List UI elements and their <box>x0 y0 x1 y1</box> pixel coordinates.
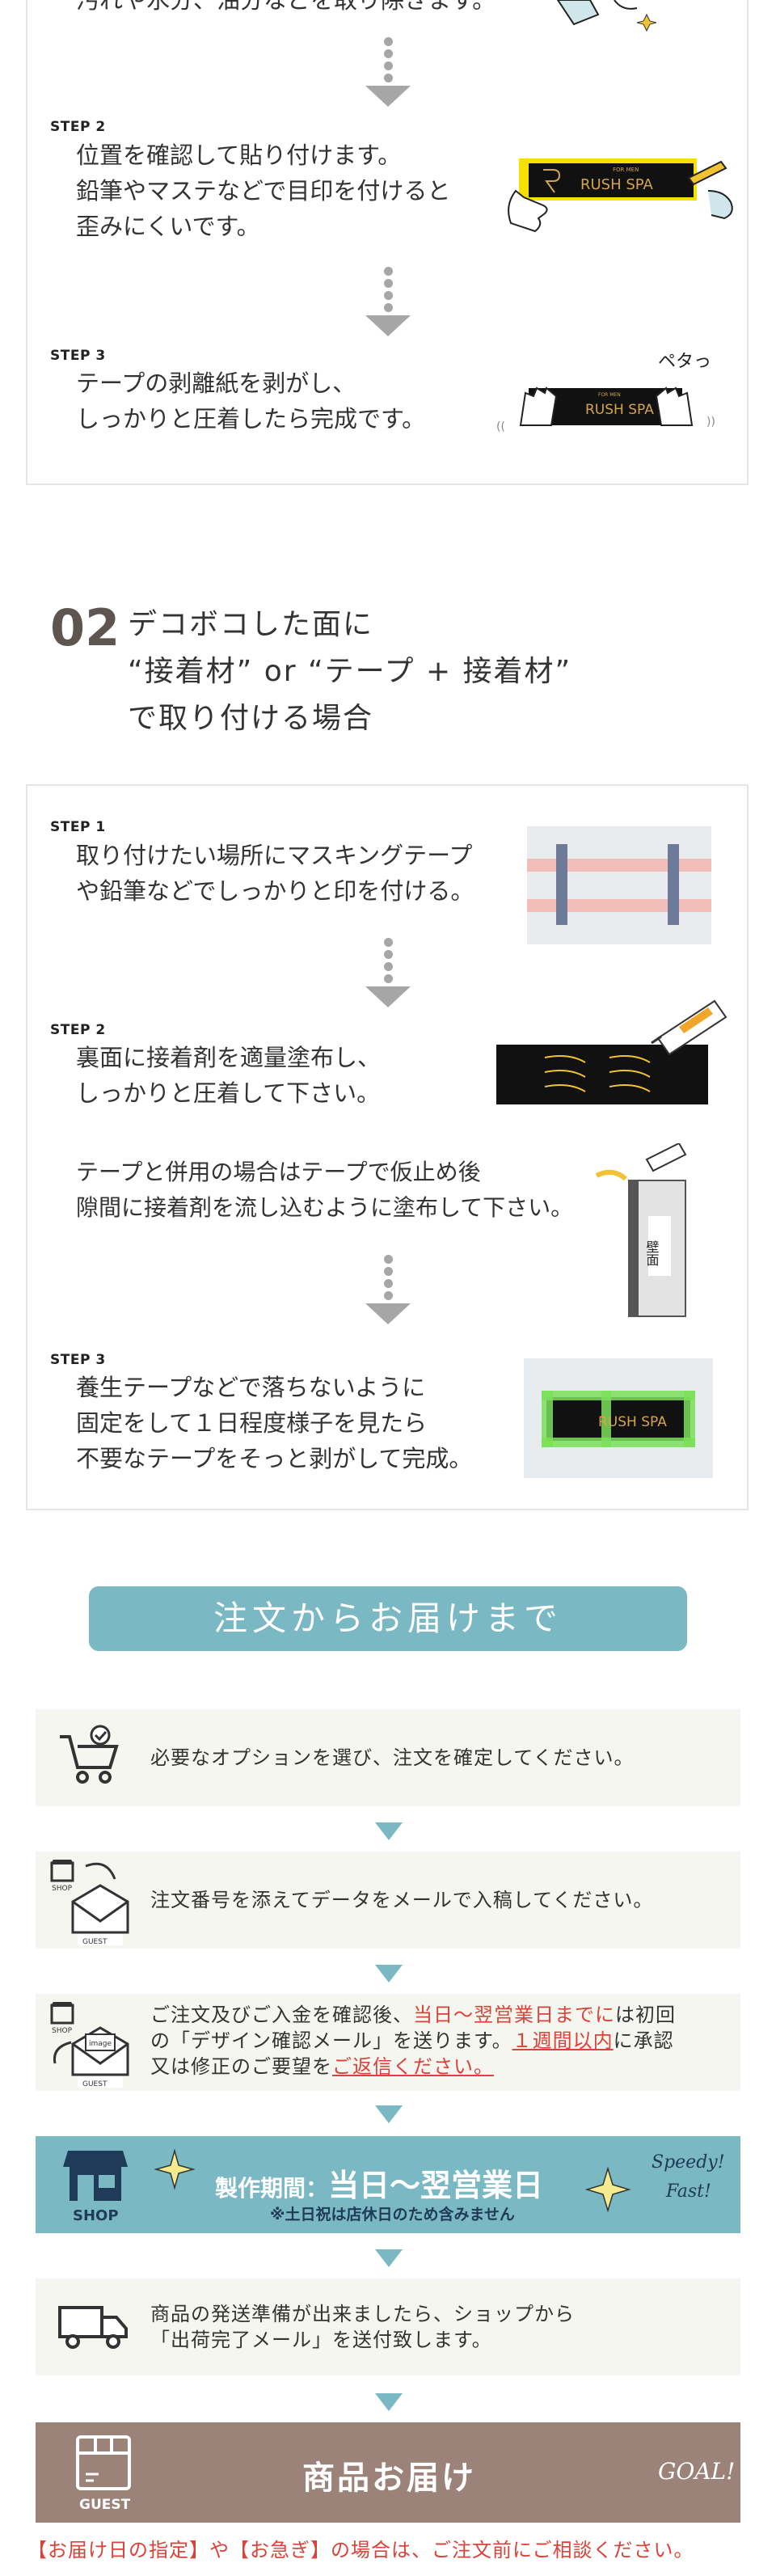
attach-sign-illustration: FOR MEN RUSH SPA <box>508 158 733 233</box>
flow-arrow-icon <box>375 2105 403 2123</box>
text-part: の「デザイン確認メール」を送ります。 <box>150 2029 512 2052</box>
flow-step-order: 必要なオプションを選び、注文を確定してください。 <box>36 1709 740 1806</box>
flow-step-confirm: SHOP image GUEST ご注文及びご入金を確認後、当日〜翌営業日までに… <box>36 1994 740 2091</box>
text-part: ご注文及びご入金を確認後、 <box>150 2004 413 2026</box>
step-text: 取り付けたい場所にマスキングテープ や鉛筆などでしっかりと印を付ける。 <box>76 842 474 905</box>
flow-header: 注文からお届けまで <box>89 1586 687 1651</box>
flow-arrow-icon <box>375 2393 403 2411</box>
highlight-text: 当日〜翌営業日までに <box>413 2004 615 2026</box>
svg-text:GUEST: GUEST <box>82 1938 108 1946</box>
step-label: STEP 3 <box>50 348 106 364</box>
fast-text: Fast! <box>666 2181 711 2202</box>
step-label: STEP 1 <box>50 819 106 835</box>
glue-tube-illustration <box>496 999 728 1104</box>
svg-text:SHOP: SHOP <box>52 2027 73 2035</box>
step-label: STEP 2 <box>50 119 106 135</box>
step1-partial-text: 汚れや水分、油分などを取り除きます。 <box>76 0 496 14</box>
footer-note: 【お届け日の指定】や【お急ぎ】の場合は、ご注文前にご相談ください。 <box>27 2539 694 2561</box>
step-extra-text: テープと併用の場合はテープで仮止め後 隙間に接着剤を流し込むように塗布して下さい… <box>76 1159 574 1221</box>
sign-small-text: FOR MEN <box>613 167 639 173</box>
flow-step-shipping: 商品の発送準備が出来ましたら、ショップから 「出荷完了メール」を送付致します。 <box>36 2278 740 2375</box>
svg-text:SHOP: SHOP <box>52 1885 73 1893</box>
step-text: 養生テープなどで落ちないように 固定をして１日程度様子を見たら 不要なテープをそ… <box>76 1374 473 1472</box>
wall-label: 壁面 <box>644 1239 660 1266</box>
package-icon <box>76 2435 131 2490</box>
down-arrow-icon <box>364 938 412 1007</box>
sign-brand-text: RUSH SPA <box>580 176 653 193</box>
text-part: 又は修正のご要望を <box>150 2055 332 2078</box>
flow-step-text: ご注文及びご入金を確認後、当日〜翌営業日までには初回の「デザイン確認メール」を送… <box>150 2002 732 2080</box>
flow-step-text: 商品の発送準備が出来ましたら、ショップから 「出荷完了メール」を送付致します。 <box>150 2303 575 2351</box>
sparkle-icon <box>154 2148 196 2190</box>
step-text: 裏面に接着剤を適量塗布し、 しっかりと圧着して下さい。 <box>76 1044 382 1107</box>
sparkle-icon <box>585 2166 631 2213</box>
flow-step-upload: SHOP GUEST 注文番号を添えてデータをメールで入稿してください。 <box>36 1852 740 1949</box>
svg-text:image: image <box>89 2040 112 2048</box>
down-arrow-icon <box>364 1255 412 1324</box>
sign-brand-text: RUSH SPA <box>585 402 654 418</box>
down-arrow-icon <box>364 37 412 107</box>
step-label: STEP 3 <box>50 1352 106 1368</box>
shop-mail-icon: SHOP GUEST <box>50 1860 129 1946</box>
shop-label: SHOP <box>73 2207 119 2224</box>
flow-step-delivery: GUEST 商品お届け GOAL! <box>36 2422 740 2523</box>
svg-text:GUEST: GUEST <box>82 2080 108 2088</box>
shop-icon <box>63 2151 128 2201</box>
truck-icon <box>58 2306 128 2349</box>
section-number: 02 <box>50 598 120 657</box>
masking-tape-illustration <box>527 826 711 944</box>
flow-arrow-icon <box>375 2249 403 2267</box>
flow-arrow-icon <box>375 1965 403 1983</box>
goal-text: GOAL! <box>658 2458 736 2485</box>
flow-step-text: 注文番号を添えてデータをメールで入稿してください。 <box>150 1889 654 1911</box>
step-text: テープの剥離紙を剥がし、 しっかりと圧着したら完成です。 <box>76 370 426 433</box>
svg-text:)): )) <box>706 416 715 429</box>
flow-step-text: 必要なオプションを選び、注文を確定してください。 <box>150 1746 635 1769</box>
text-part: に承認 <box>613 2029 674 2052</box>
sign-brand-text: RUSH SPA <box>598 1414 667 1430</box>
wall-glue-illustration: 壁面 <box>595 1143 687 1317</box>
reply-link[interactable]: ご返信ください。 <box>332 2055 494 2078</box>
svg-text:((: (( <box>496 420 505 433</box>
production-note: ※土日祝は店休日のため含みません <box>270 2206 515 2223</box>
production-label: 製作期間：当日〜翌営業日 <box>215 2160 543 2205</box>
production-value: 当日〜翌営業日 <box>328 2168 544 2203</box>
curing-tape-illustration: RUSH SPA <box>524 1358 713 1478</box>
delivery-label: 商品お届け <box>302 2460 476 2497</box>
cleaning-illustration <box>556 0 657 32</box>
sfx-text: ペタっ <box>658 352 711 372</box>
step-label: STEP 2 <box>50 1022 106 1038</box>
text-part: は初回 <box>615 2004 676 2026</box>
flow-step-production: SHOP 製作期間：当日〜翌営業日 ※土日祝は店休日のため含みません Speed… <box>36 2136 740 2233</box>
sign-small-text: FOR MEN <box>598 392 621 398</box>
image-mail-icon: SHOP image GUEST <box>50 2002 129 2088</box>
guest-label: GUEST <box>79 2497 131 2513</box>
section-title: デコボコした面に “接着材” or “テープ + 接着材” で取り付ける場合 <box>128 608 572 735</box>
production-title: 製作期間： <box>215 2175 329 2202</box>
flow-arrow-icon <box>375 1822 403 1840</box>
down-arrow-icon <box>364 267 412 336</box>
step-text: 位置を確認して貼り付けます。 鉛筆やマステなどで目印を付けると 歪みにくいです。 <box>76 141 451 240</box>
press-sign-illustration: ペタっ FOR MEN RUSH SPA (( )) <box>496 352 715 433</box>
speedy-text: Speedy! <box>652 2152 725 2173</box>
cart-icon <box>60 1725 119 1784</box>
highlight-text: １週間以内 <box>512 2029 614 2052</box>
